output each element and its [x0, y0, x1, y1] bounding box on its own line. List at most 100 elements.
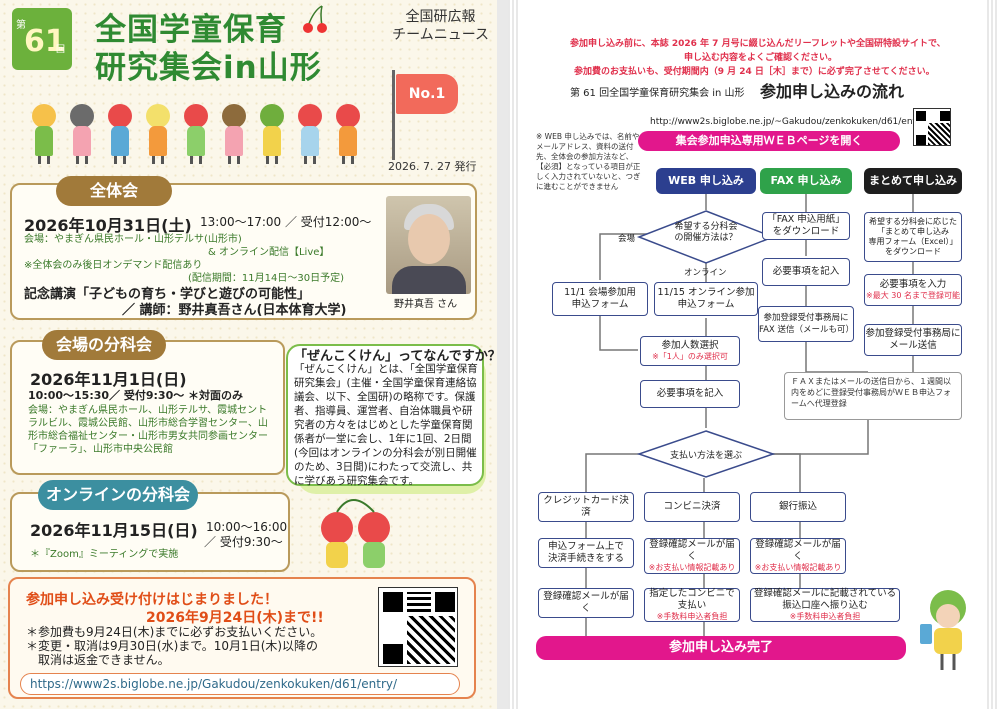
venue-session-time: 10:00～15:30／ 受付9:30～ ＊対面のみ: [28, 389, 244, 402]
pay-conv-option[interactable]: コンビニ決済: [644, 492, 740, 522]
news-line-1: 全国研広報: [405, 9, 476, 25]
proxy-registration-text: ＦＡＸまたはメールの送信日から、１週間以内をめどに登録受付事務局がＷＥＢ申込フォ…: [791, 377, 951, 408]
fill-required-text: 必要事項を記入: [656, 388, 724, 399]
lecturer: ／ 講師：野井真吾さん(日本体育大学): [122, 303, 347, 318]
notice-line-3: 参加費のお支払いも、受付期間内（9 月 24 日［木］まで）に必ず完了させてくだ…: [574, 67, 935, 77]
venue-form-text: 11/1 会場参加用 申込フォーム: [564, 287, 636, 310]
flow-title: 参加申し込みの流れ: [760, 82, 905, 101]
plenary-ondemand-period: (配信期間：11月14日～30日予定): [188, 273, 344, 284]
fax-step-1[interactable]: 「FAX 申込用紙」 をダウンロード: [762, 212, 850, 240]
flow-connectors: [585, 194, 914, 636]
right-stripe: [987, 0, 999, 709]
web-header: WEB 申し込み: [656, 168, 756, 194]
notice-line-2: 申し込む内容をよくご確認ください。: [684, 53, 838, 63]
badge-number: 61: [24, 24, 66, 59]
lecture-title: 記念講演「子どもの育ち・学びと遊びの可能性」: [24, 287, 311, 302]
fax-step-3: 参加登録受付事務局に FAX 送信（メールも可）: [758, 306, 854, 342]
photo-caption: 野井真吾 さん: [394, 299, 458, 310]
card-step-3: 登録確認メールが届く: [538, 588, 634, 618]
online-session-date: 2026年11月15日(日): [30, 521, 198, 540]
online-branch-label: オンライン: [684, 268, 727, 278]
registration-box: 参加申し込み受け付けはじまりました！ 2026年9月24日(木)まで!! ＊参加…: [8, 577, 476, 699]
fax-header: FAX 申し込み: [760, 168, 852, 194]
registration-note-2: ＊変更・取消は9月30日(水)まで。10月1日(木)以降の: [26, 639, 319, 653]
conv-step-2-note: ※お支払い情報記載あり: [648, 563, 736, 572]
venue-branch-label: 会場: [618, 234, 636, 244]
qr-code-icon[interactable]: [378, 587, 458, 667]
main-title-line1: 全国学童保育: [95, 12, 287, 48]
registration-heading: 参加申し込み受け付けはじまりました！: [26, 592, 278, 608]
bulk-step-3: 参加登録受付事務局に メール送信: [864, 324, 962, 356]
venue-form-button[interactable]: 11/1 会場参加用 申込フォーム: [552, 282, 648, 316]
plenary-online: & オンライン配信【Live】: [208, 247, 330, 258]
plenary-ondemand: ※全体会のみ後日オンデマンド配信あり: [24, 260, 203, 271]
online-session-tag: オンラインの分科会: [38, 480, 198, 510]
people-select-text: 参加人数選択: [661, 340, 719, 351]
fax-step-3-text: 参加登録受付事務局に FAX 送信（メールも可）: [759, 313, 854, 335]
main-title-line2: 研究集会in山形: [95, 50, 322, 86]
bulk-step-1[interactable]: 希望する分科会に応じた 「まとめて申し込み 専用フォーム（Excel）」 をダウ…: [864, 212, 962, 262]
bubble-title: 「ぜんこくけん」ってなんですか？: [294, 349, 501, 364]
bank-step-2: 登録確認メールが届く ※お支払い情報記載あり: [750, 538, 846, 574]
q2-text: 支払い方法を選ぶ: [669, 451, 742, 461]
people-select-box: 参加人数選択 ※「1人」のみ選択可: [640, 336, 740, 366]
bank-step-2-note: ※お支払い情報記載あり: [754, 563, 842, 572]
conv-step-3: 指定したコンビニで 支払い ※手数料申込者負担: [644, 588, 740, 622]
card-step-3-text: 登録確認メールが届く: [543, 591, 629, 614]
people-select-note: ※「1人」のみ選択可: [652, 352, 728, 361]
pay-bank-text: 銀行振込: [778, 501, 817, 512]
bank-step-3-note: ※手数料申込者負担: [789, 612, 861, 621]
conv-step-3-text: 指定したコンビニで 支払い: [649, 588, 735, 611]
venue-session-tag: 会場の分科会: [42, 330, 166, 360]
venue-session-panel: [10, 340, 285, 475]
conv-step-2: 登録確認メールが届く ※お支払い情報記載あり: [644, 538, 740, 574]
news-line-2: チームニュース: [392, 27, 489, 43]
issue-date: 2026. 7. 27 発行: [388, 160, 477, 173]
online-form-text: 11/15 オンライン参加 申込フォーム: [657, 287, 755, 310]
notice-line-1: 参加申し込み前に、本誌 2026 年 7 月号に綴じ込んだリーフレットや全国研特…: [570, 39, 946, 49]
bank-step-3-text: 登録確認メールに記載されている 振込口座へ振り込む: [753, 588, 897, 611]
pay-card-option[interactable]: クレジットカード決済: [538, 492, 634, 522]
registration-url-bar: [20, 673, 460, 695]
open-web-page-bar[interactable]: 集会参加申込専用ＷＥＢページを開く: [638, 131, 900, 151]
edition-badge: 第 61 回: [12, 8, 72, 70]
plenary-venue: 会場：やまぎん県民ホール・山形テルサ(山形市): [24, 234, 242, 245]
web-side-note: ※ WEB 申し込みでは、名前やメールアドレス、資料の送付先、全体会の参加方法な…: [536, 132, 641, 191]
pay-bank-option[interactable]: 銀行振込: [750, 492, 846, 522]
kids-cherry-illustration: [321, 499, 390, 568]
flow-subtitle: 第 61 回全国学童保育研究集会 in 山形: [570, 88, 745, 99]
badge-dai: 第: [16, 20, 26, 31]
registration-url[interactable]: https://www2s.biglobe.ne.jp/Gakudou/zenk…: [30, 677, 398, 691]
fax-step-2-text: 必要事項を記入: [772, 266, 840, 277]
bulk-step-2: 必要事項を入力 ※最大 30 名まで登録可能: [864, 274, 962, 306]
plenary-date: 2026年10月31日(土): [24, 216, 192, 235]
bulk-step-2-text: 必要事項を入力: [879, 279, 947, 290]
flag-pole: [392, 70, 395, 160]
bulk-step-3-text: 参加登録受付事務局に メール送信: [865, 328, 961, 351]
qr-code-icon[interactable]: [913, 108, 951, 146]
fill-required-box: 必要事項を記入: [640, 380, 740, 408]
fax-step-1-text: 「FAX 申込用紙」 をダウンロード: [767, 214, 845, 237]
plenary-time: 13:00～17:00 ／ 受付12:00～: [200, 215, 372, 229]
online-session-reception: ／ 受付9:30～: [204, 535, 283, 549]
children-illustration: [32, 94, 382, 164]
pay-conv-text: コンビニ決済: [663, 501, 721, 512]
about-bubble: 「ぜんこくけん」ってなんですか？ 「ぜんこくけん」とは、「全国学童保育研究集会」…: [286, 344, 501, 487]
q1-diamond: [636, 210, 776, 264]
flow-url[interactable]: http://www2s.biglobe.ne.jp/~Gakudou/zenk…: [650, 117, 929, 127]
news-header: 全国研広報 チームニュース: [392, 8, 489, 44]
online-session-note: ＊『Zoom』ミーティングで実施: [30, 549, 179, 560]
bubble-text: 「ぜんこくけん」とは、「全国学童保育研究集会」(主催・全国学童保育連絡協議会、以…: [294, 363, 478, 487]
issue-flag: No.1: [396, 74, 458, 114]
card-step-2-text: 申込フォーム上で 決済手続きをする: [547, 541, 624, 564]
badge-kai: 回: [56, 45, 66, 55]
lecturer-photo: [386, 196, 471, 294]
bank-step-2-text: 登録確認メールが届く: [755, 539, 841, 562]
girl-phone-illustration: [920, 590, 966, 670]
online-form-button[interactable]: 11/15 オンライン参加 申込フォーム: [654, 282, 758, 316]
bank-step-3: 登録確認メールに記載されている 振込口座へ振り込む ※手数料申込者負担: [750, 588, 900, 622]
registration-deadline: 2026年9月24日(木)まで!!: [146, 610, 324, 626]
fax-step-2: 必要事項を記入: [762, 258, 850, 286]
conv-step-2-text: 登録確認メールが届く: [649, 539, 735, 562]
registration-complete-bar: 参加申し込み完了: [536, 636, 906, 660]
